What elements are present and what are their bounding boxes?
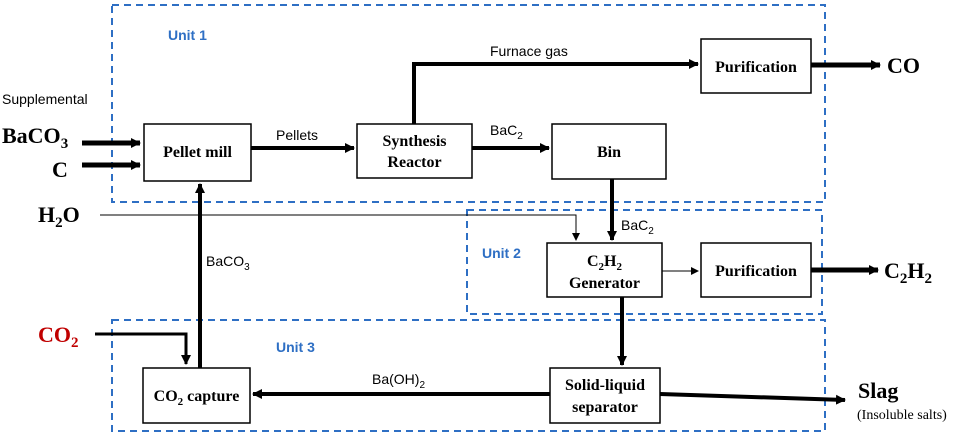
unit-1-label: Unit 1 [168, 27, 207, 43]
separator-label-line2: separator [572, 399, 638, 416]
furnace-gas-label: Furnace gas [490, 43, 568, 59]
unit-3-label: Unit 3 [276, 339, 315, 355]
bin-box: Bin [551, 123, 667, 180]
c2h2-output-label: C2H2 [884, 258, 932, 287]
slag-output-label: Slag [858, 378, 898, 403]
purification-mid-label: Purification [715, 263, 797, 280]
h2o-flow-line [100, 214, 580, 241]
baco3-return-label: BaCO3 [206, 253, 250, 273]
bac2-top-label: BaC2 [490, 122, 523, 142]
generator-label-line1: C2H2 [587, 253, 623, 273]
purification-top-label: Purification [715, 59, 797, 76]
bac2-bin-label: BaC2 [621, 217, 654, 237]
slag-output-arrow [659, 392, 846, 405]
unit-2-region [466, 209, 823, 315]
slag-note-label: (Insoluble salts) [857, 408, 947, 423]
h2o-input-label: H2O [38, 202, 80, 231]
baoh2-label: Ba(OH)2 [372, 371, 425, 391]
unit-2-label: Unit 2 [482, 245, 521, 261]
synthesis-label-line2: Reactor [387, 154, 441, 171]
co2-input-label: CO2 [38, 322, 79, 351]
bin-label: Bin [597, 144, 621, 161]
generator-label-line2: Generator [569, 275, 640, 292]
furnace-gas-arrow [412, 59, 699, 124]
synthesis-label-line1: Synthesis [382, 133, 446, 150]
pellet-mill-box: Pellet mill [143, 123, 252, 182]
c2h2-generator-box: C2H2 Generator [546, 242, 663, 298]
co2-input-arrow [95, 332, 191, 365]
pellets-label: Pellets [276, 127, 318, 143]
co-output-label: CO [887, 53, 920, 78]
supplemental-label: Supplemental [2, 91, 88, 107]
solid-liquid-separator-box: Solid-liquid separator [549, 367, 661, 424]
purification-mid-box: Purification [700, 242, 812, 298]
c-input-label: C [52, 157, 68, 182]
unit-1-region [111, 4, 826, 203]
co2-capture-box: CO2 capture [142, 367, 251, 424]
separator-label-line1: Solid-liquid [565, 377, 645, 394]
purification-top-box: Purification [700, 38, 812, 94]
co2-capture-label: CO2 capture [154, 388, 240, 408]
pellet-mill-label: Pellet mill [163, 144, 232, 161]
unit-3-region [111, 319, 826, 432]
baco3-input-label: BaCO3 [2, 123, 68, 152]
synthesis-reactor-box: Synthesis Reactor [356, 123, 473, 179]
